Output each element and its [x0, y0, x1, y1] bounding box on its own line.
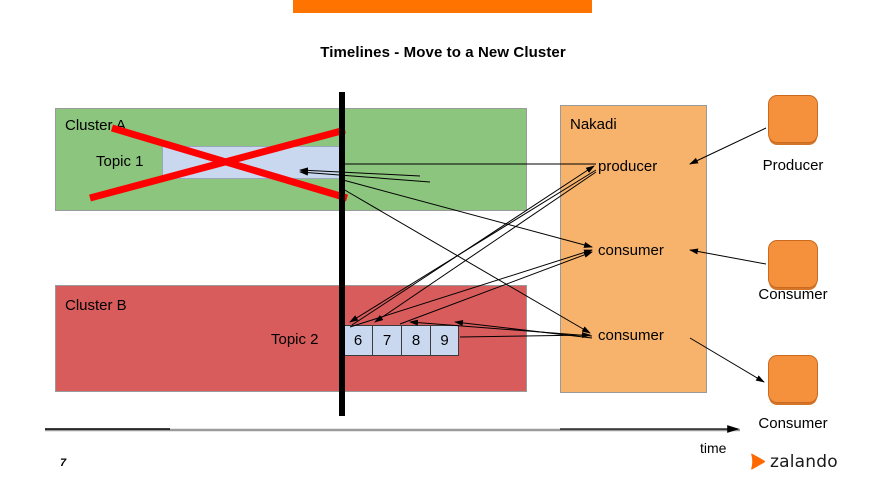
nakadi-role-producer: producer	[598, 158, 658, 175]
topic-2-label: Topic 2	[271, 331, 319, 348]
event-cell: 9	[430, 325, 459, 356]
topic-1-label: Topic 1	[96, 153, 144, 170]
zalando-mark-icon	[751, 453, 765, 469]
topic-1-partition-strip	[162, 146, 343, 179]
nakadi-label: Nakadi	[570, 116, 617, 133]
cluster-a-label: Cluster A	[65, 117, 126, 134]
nakadi-role-consumer-1: consumer	[598, 242, 664, 259]
time-axis-label: time	[700, 440, 727, 456]
accent-bar	[293, 0, 592, 13]
current-time-marker	[339, 92, 345, 416]
page-title: Timelines - Move to a New Cluster	[320, 44, 566, 61]
event-cell: 6	[343, 325, 372, 356]
cluster-b-label: Cluster B	[65, 297, 127, 314]
actor-tile-consumer-2	[768, 355, 818, 403]
page-number: 7	[60, 457, 67, 469]
zalando-wordmark: zalando	[770, 452, 838, 472]
event-cell: 8	[401, 325, 430, 356]
time-axis	[45, 425, 740, 433]
actor-label-consumer-2: Consumer	[758, 415, 828, 432]
actor-tile-producer	[768, 95, 818, 143]
event-cell: 7	[372, 325, 401, 356]
topic-2-event-cells: 6 7 8 9	[343, 325, 459, 356]
nakadi-role-consumer-2: consumer	[598, 327, 664, 344]
actor-tile-consumer-1	[768, 240, 818, 288]
actor-label-producer: Producer	[762, 157, 824, 174]
zalando-logo: zalando	[748, 452, 838, 472]
actor-label-consumer-1: Consumer	[758, 286, 828, 303]
